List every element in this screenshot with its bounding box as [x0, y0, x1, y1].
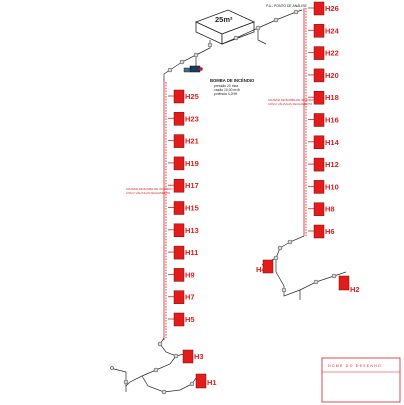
hydrant-h23-label: H23 [185, 114, 199, 123]
hydrant-h13-label: H13 [185, 226, 199, 235]
title-block: NOME DO DESENHO [321, 357, 401, 403]
hydrant-h21-label: H21 [185, 137, 199, 146]
hydrant-h11: H11 [168, 245, 198, 260]
hydrant-cabinet [313, 180, 325, 194]
hydrant-h3-label: H3 [194, 352, 204, 361]
hydrant-cabinet [313, 68, 325, 83]
hydrant-cabinet [313, 202, 325, 216]
bottom-piping [109, 337, 197, 395]
test-point-label: P.A.- PONTO DE ANÁLISE [266, 4, 308, 8]
hydrant-h12: H12 [308, 157, 339, 172]
hydrant-cabinet [313, 135, 325, 150]
hydrant-h7: H7 [168, 290, 195, 304]
left-riser-note-2: COM 2 VÁLVULAS FECHAMENTO [126, 191, 171, 195]
hydrant-cabinet [173, 178, 185, 193]
pump-title: BOMBA DE INCÊNDIO [210, 78, 255, 83]
hydrant-h14: H14 [308, 135, 340, 150]
top-piping [163, 9, 303, 82]
hydrant-h4-label: H4 [256, 265, 266, 274]
hydrant-cabinet [173, 290, 185, 304]
hydrant-cabinet [173, 156, 185, 171]
hydrant-h2: H2 [338, 275, 360, 294]
hydrant-h26: H26 [308, 1, 339, 16]
hydrant-h25-label: H25 [185, 92, 199, 101]
water-reservoir: 25m² [194, 9, 256, 45]
hydrant-h16-label: H16 [325, 116, 339, 125]
hydrant-h25: H25 [168, 89, 199, 104]
hydrant-cabinet [313, 224, 325, 239]
hydrant-h23: H23 [168, 112, 199, 126]
hydrant-h16: H16 [308, 113, 339, 127]
right-riser-note-1: SISTEMA DE BOMBA DE INCÊNDIO [268, 97, 315, 102]
hydrant-h5-label: H5 [185, 315, 195, 324]
hydrant-h8: H8 [308, 202, 335, 216]
hydrant-h20: H20 [308, 68, 339, 83]
hydrant-cabinet [173, 268, 185, 282]
hydrant-h6: H6 [308, 224, 335, 239]
hydrant-h7-label: H7 [185, 293, 195, 302]
hydrant-h4: H4 [256, 259, 274, 274]
hydrant-h24: H24 [308, 24, 340, 38]
hydrant-cabinet [173, 112, 185, 126]
hydrant-h9: H9 [168, 268, 195, 282]
hydrant-h12-label: H12 [325, 160, 339, 169]
pump-flow: vazão 10,00 m³/h [214, 88, 240, 92]
hydrant-cabinet [313, 113, 325, 127]
hydrant-h17: H17 [168, 178, 199, 193]
hydrant-h22: H22 [308, 46, 339, 60]
hydrant-cabinet [313, 157, 325, 172]
hydrant-h13: H13 [168, 223, 199, 238]
hydrant-cabinet [313, 90, 325, 105]
hydrant-cabinet [313, 24, 325, 38]
hydrant-cabinet [173, 134, 185, 148]
hydrant-h9-label: H9 [185, 270, 195, 279]
hydrant-h11-label: H11 [185, 248, 198, 257]
hydrant-h6-label: H6 [325, 227, 335, 236]
hydrant-cabinet [173, 223, 185, 238]
hydrant-cabinet [313, 1, 325, 16]
hydrant-cabinet [173, 245, 185, 260]
title-block-text: NOME DO DESENHO [328, 364, 382, 368]
fire-pump [183, 65, 203, 73]
left-riser-note-1: SISTEMA DE BOMBA DE INCÊNDIO [126, 186, 173, 191]
hydrant-h5: H5 [168, 312, 195, 327]
hydrant-h19-label: H19 [185, 159, 199, 168]
hydrant-h20-label: H20 [325, 71, 339, 80]
pump-power: potência 4,2HH [214, 92, 238, 96]
hydrant-h2-label: H2 [350, 285, 360, 294]
hydrant-h3: H3 [182, 349, 204, 364]
hydrant-h18: H18 [308, 90, 339, 105]
hydrant-cabinet [173, 201, 185, 215]
hydrant-h1-label: H1 [207, 378, 217, 387]
hydrant-h21: H21 [168, 134, 199, 148]
hydrant-h1: H1 [195, 373, 217, 389]
hydrant-h8-label: H8 [325, 205, 335, 214]
hydrant-cabinet [313, 46, 325, 60]
hydrant-h22-label: H22 [325, 49, 339, 58]
hydrant-h19: H19 [168, 156, 199, 171]
hydrant-h17-label: H17 [185, 181, 199, 190]
hydrant-h15-label: H15 [185, 204, 199, 213]
hydrant-h24-label: H24 [325, 26, 340, 35]
right-riser-note-2: COM 2 VÁLVULAS FECHAMENTO [268, 102, 313, 106]
lower-right-piping [261, 235, 347, 300]
hydrant-cabinet [173, 89, 185, 104]
hydrant-h14-label: H14 [325, 138, 340, 147]
hydrant-h10-label: H10 [325, 182, 339, 191]
hydrant-h15: H15 [168, 201, 199, 215]
hydrant-h18-label: H18 [325, 93, 339, 102]
tank-area-label: 25m² [215, 15, 233, 24]
pump-pressure: pressão 20 mca [214, 84, 238, 88]
hydrant-cabinet [173, 312, 185, 327]
hydrant-h10: H10 [308, 180, 339, 194]
hydrant-h26-label: H26 [325, 4, 339, 13]
